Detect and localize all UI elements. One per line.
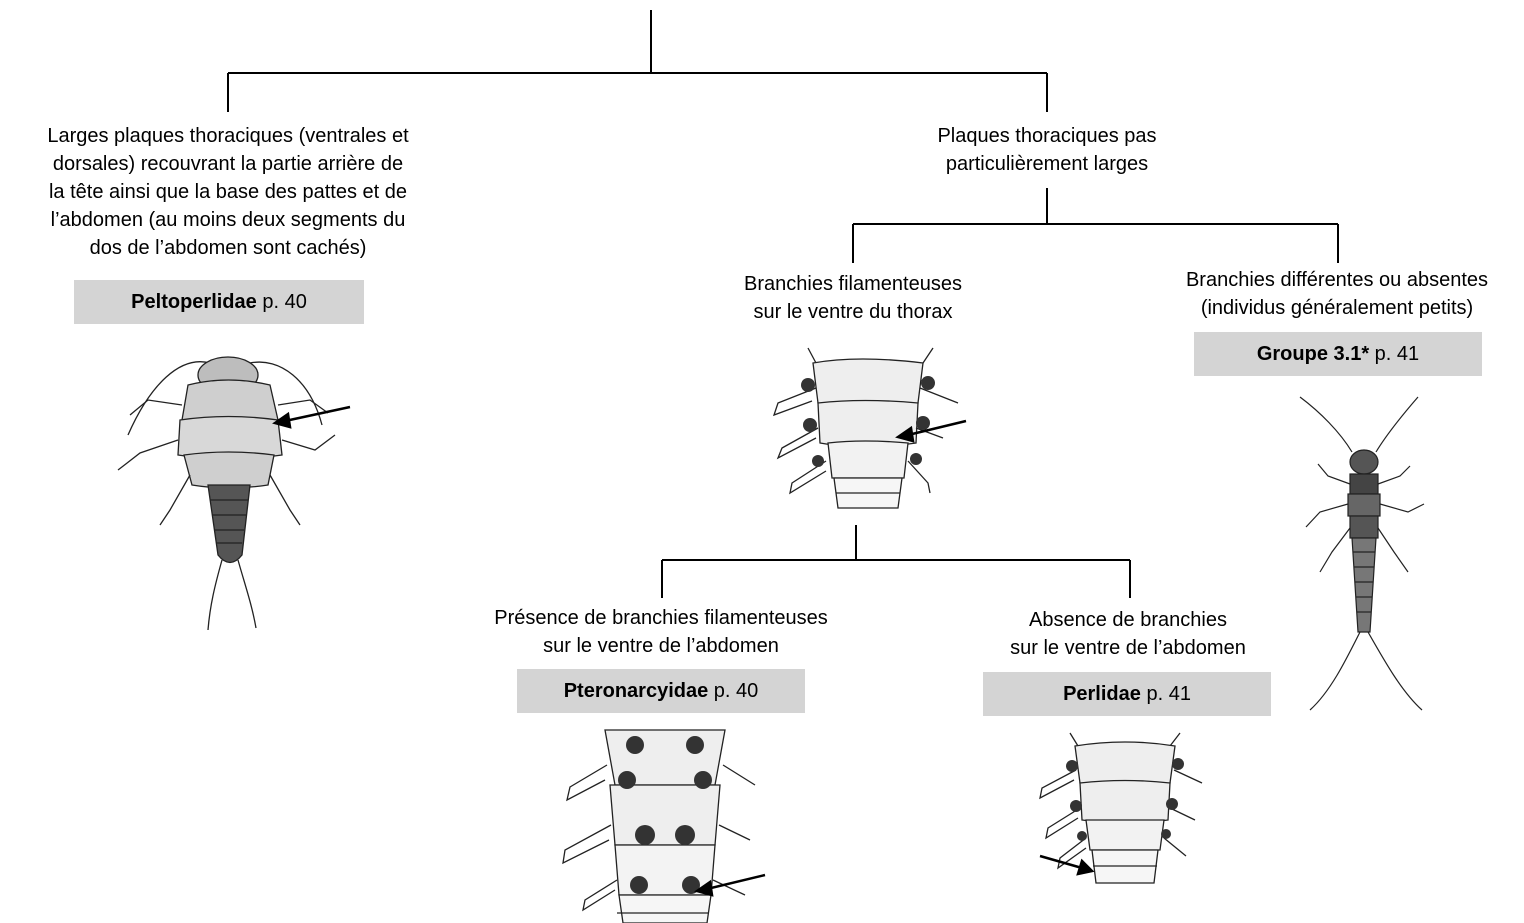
right-branch-description: Plaques thoraciques pas particulièrement… (880, 122, 1214, 178)
description-line: Présence de branchies filamenteuses (440, 604, 882, 632)
description-line: (individus généralement petits) (1150, 294, 1524, 322)
family-name: Pteronarcyidae (564, 680, 709, 702)
description-line: dos de l’abdomen sont cachés) (0, 234, 456, 262)
other-gills-description: Branchies différentes ou absentes (indiv… (1150, 266, 1524, 322)
perlidae-illustration (1030, 728, 1210, 890)
description-line: sur le ventre de l’abdomen (960, 634, 1296, 662)
abdominal-gills-description: Présence de branchies filamenteuses sur … (440, 604, 882, 660)
page-reference: p. 40 (262, 291, 306, 313)
thorax-gills-description: Branchies filamenteuses sur le ventre du… (700, 270, 1006, 326)
peltoperlidae-result[interactable]: Peltoperlidae p. 40 (74, 280, 364, 324)
page-reference: p. 41 (1375, 343, 1419, 365)
description-line: sur le ventre de l’abdomen (440, 632, 882, 660)
peltoperlidae-illustration (110, 345, 360, 635)
left-branch-description: Larges plaques thoraciques (ventrales et… (0, 122, 456, 262)
description-line: Plaques thoraciques pas (880, 122, 1214, 150)
group-name: Groupe 3.1* (1257, 343, 1369, 365)
no-abdominal-gills-description: Absence de branchies sur le ventre de l’… (960, 606, 1296, 662)
description-line: sur le ventre du thorax (700, 298, 1006, 326)
page-reference: p. 41 (1146, 683, 1190, 705)
description-line: la tête ainsi que la base des pattes et … (0, 178, 456, 206)
family-name: Peltoperlidae (131, 291, 257, 313)
perlidae-result[interactable]: Perlidae p. 41 (983, 672, 1271, 716)
page-reference: p. 40 (714, 680, 758, 702)
description-line: dorsales) recouvrant la partie arrière d… (0, 150, 456, 178)
groupe-3-1-result[interactable]: Groupe 3.1* p. 41 (1194, 332, 1482, 376)
description-line: Larges plaques thoraciques (ventrales et (0, 122, 456, 150)
thorax-gills-illustration (768, 343, 973, 515)
description-line: l’abdomen (au moins deux segments du (0, 206, 456, 234)
description-line: Absence de branchies (960, 606, 1296, 634)
description-line: Branchies filamenteuses (700, 270, 1006, 298)
description-line: particulièrement larges (880, 150, 1214, 178)
description-line: Branchies différentes ou absentes (1150, 266, 1524, 294)
pteronarcyidae-illustration (555, 725, 775, 923)
family-name: Perlidae (1063, 683, 1141, 705)
small-stonefly-illustration (1290, 392, 1440, 714)
pteronarcyidae-result[interactable]: Pteronarcyidae p. 40 (517, 669, 805, 713)
